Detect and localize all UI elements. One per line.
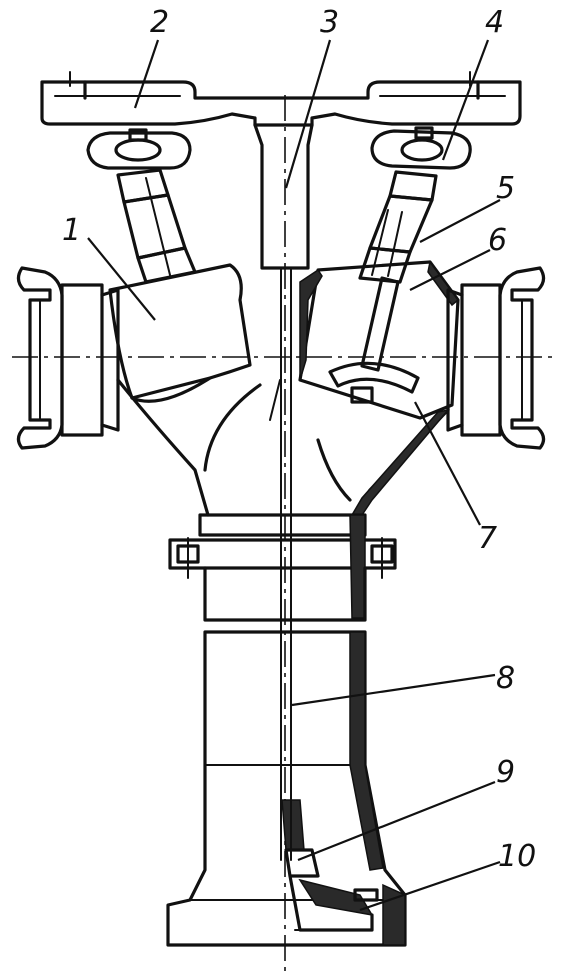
leader-8	[291, 673, 496, 707]
leader-4	[441, 39, 490, 161]
label-5: 5	[496, 171, 515, 206]
leader-1	[87, 237, 156, 321]
label-3: 3	[320, 5, 339, 40]
left-coupling	[16, 266, 120, 450]
spindle-rod	[280, 267, 292, 861]
right-valve	[298, 126, 472, 420]
flange	[168, 513, 397, 619]
handle	[40, 71, 522, 270]
label-2: 2	[150, 5, 169, 40]
label-1: 1	[62, 213, 81, 248]
label-9: 9	[496, 755, 515, 790]
right-coupling	[446, 266, 546, 450]
label-8: 8	[496, 661, 515, 696]
tee-body	[116, 378, 450, 517]
leader-3	[284, 39, 332, 189]
leader-5	[419, 199, 501, 243]
upper-pipe	[203, 566, 367, 622]
leader-lines	[87, 39, 501, 912]
label-7: 7	[478, 521, 497, 556]
left-valve	[86, 128, 252, 403]
label-4: 4	[485, 5, 504, 40]
callout-labels: 1 2 3 4 5 6 7 8 9 10	[62, 5, 536, 874]
label-10: 10	[498, 839, 536, 874]
leader-2	[133, 39, 160, 109]
leader-7	[414, 401, 481, 526]
label-6: 6	[488, 223, 507, 258]
leader-9	[297, 780, 496, 862]
leader-6	[409, 249, 491, 291]
leader-10	[359, 860, 501, 912]
lower-column	[166, 630, 407, 947]
